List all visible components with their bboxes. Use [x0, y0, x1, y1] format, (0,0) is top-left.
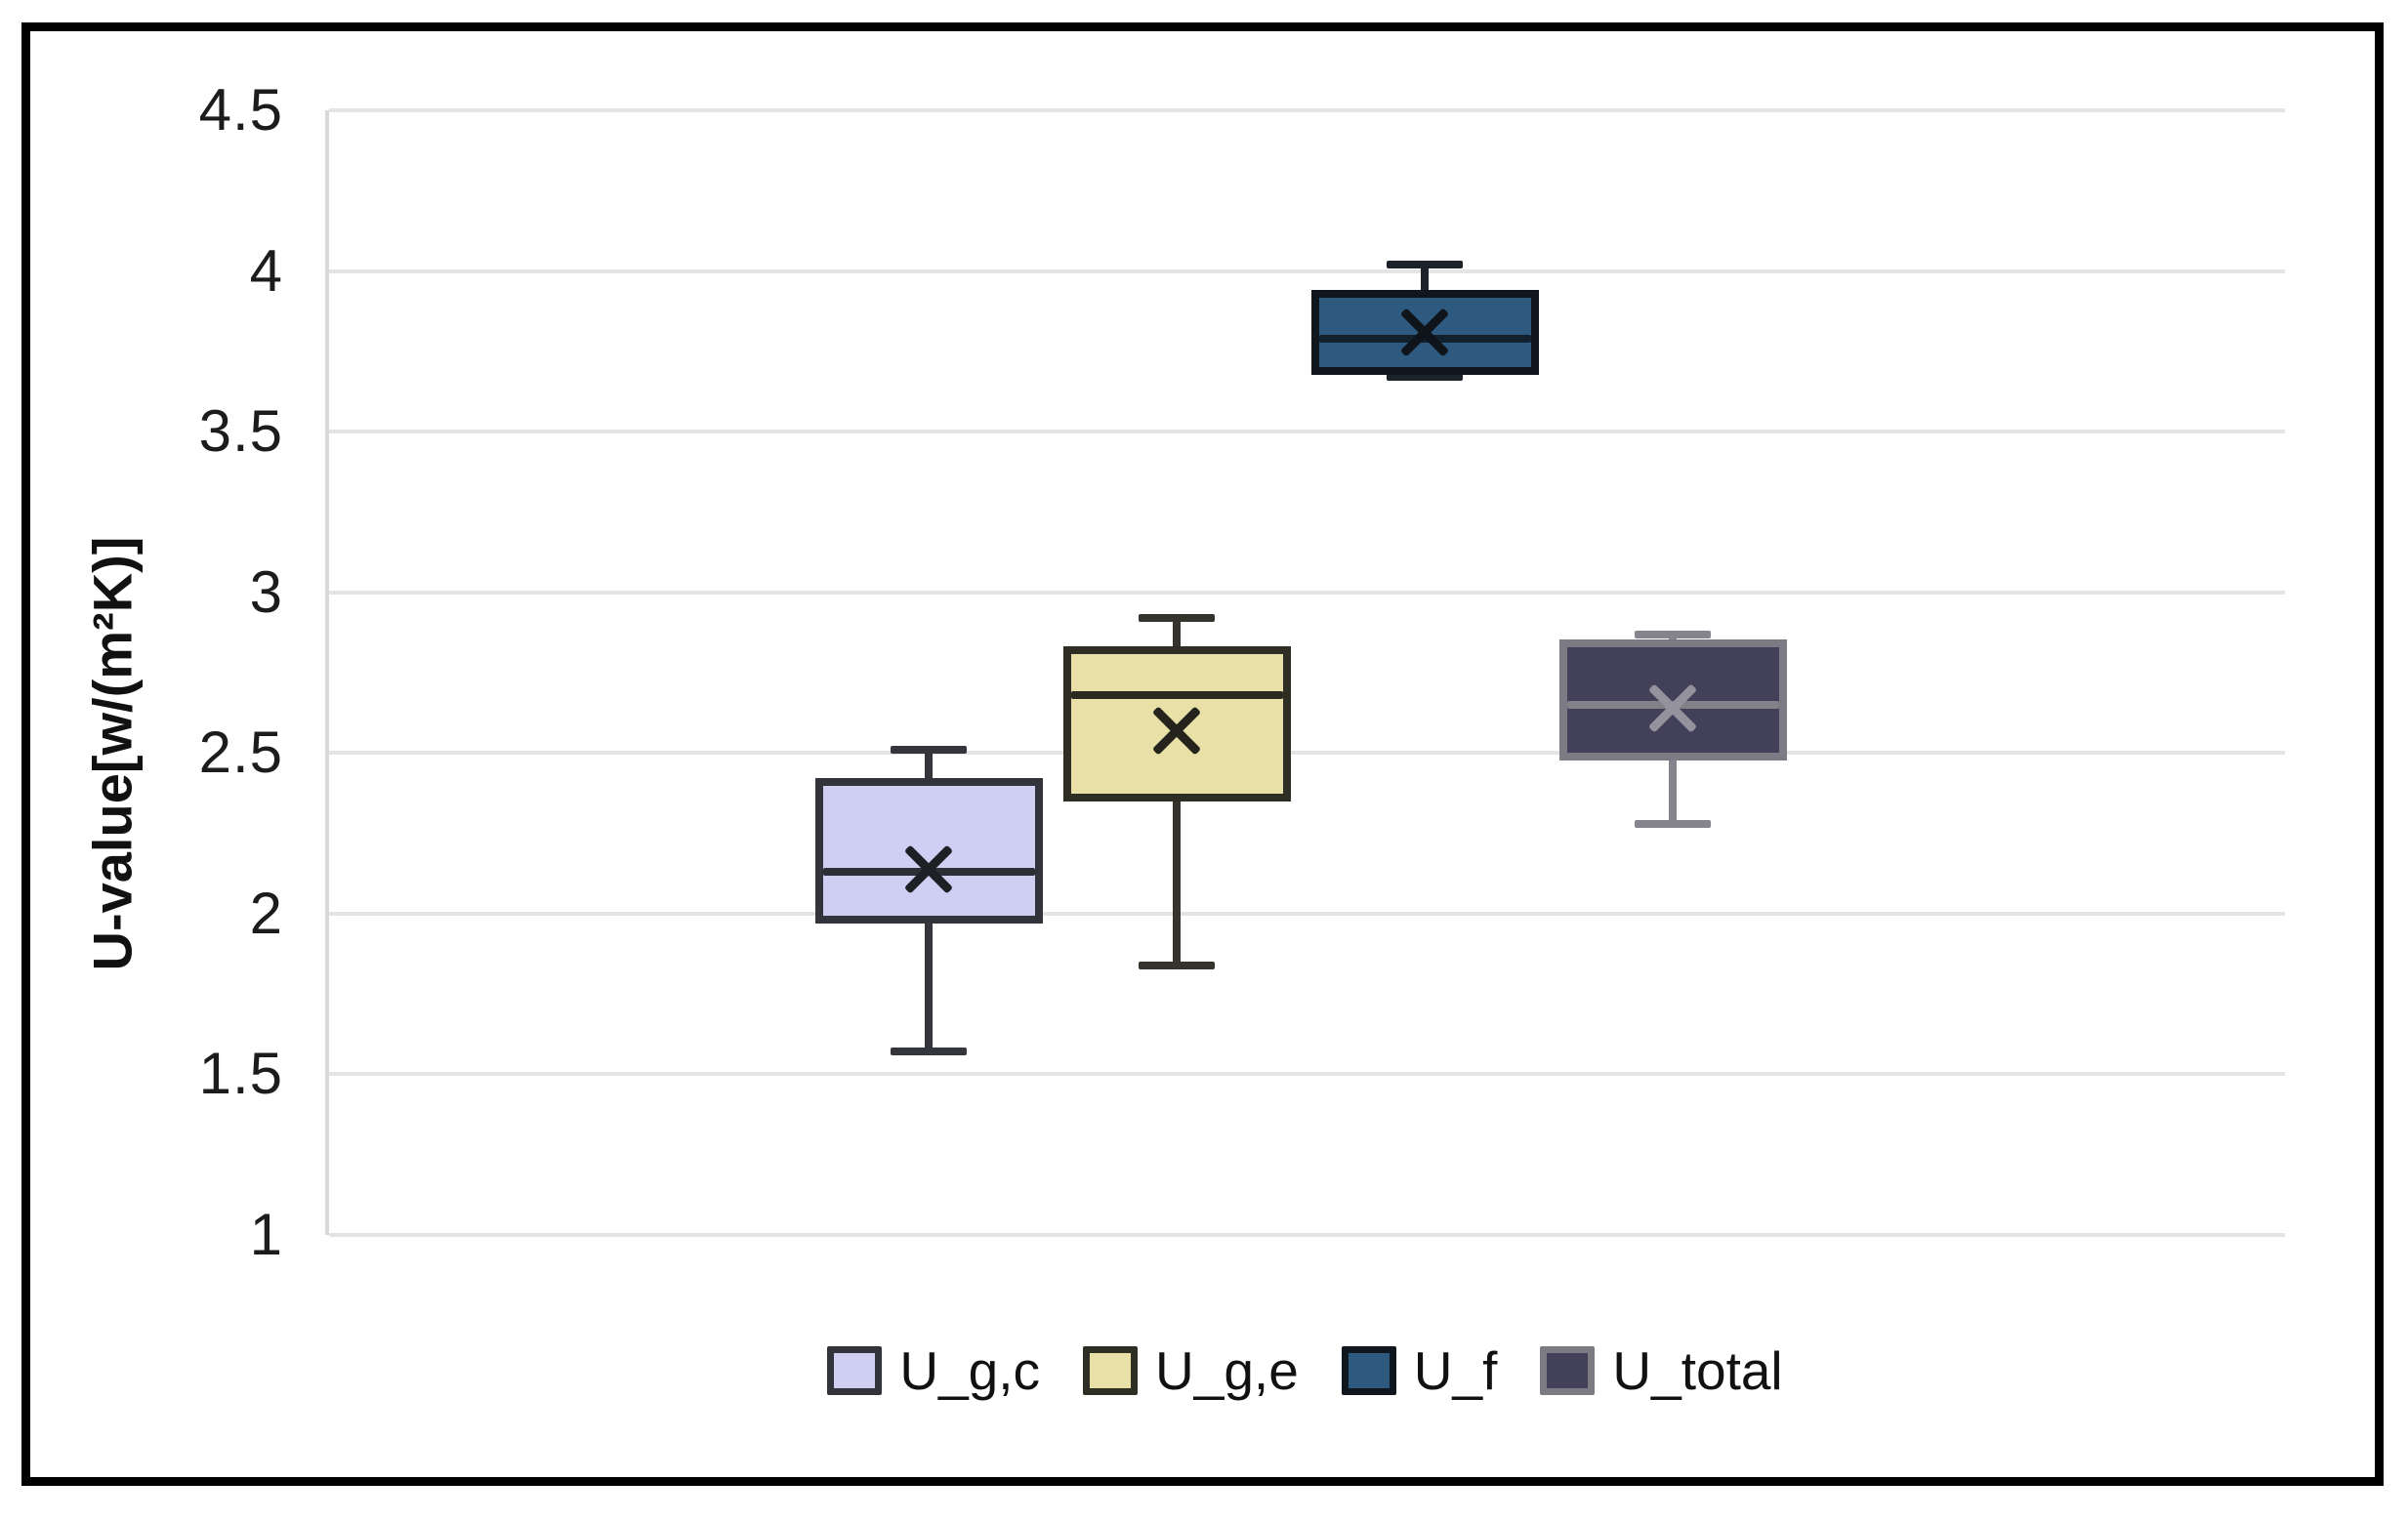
- whisker-lower: [1173, 798, 1181, 966]
- y-tick-label: 4: [249, 237, 283, 304]
- whisker-cap-low: [1387, 373, 1463, 382]
- gridline: [329, 108, 2285, 112]
- gridline: [329, 1233, 2285, 1237]
- whisker-upper: [925, 749, 933, 782]
- legend: U_g,c U_g,e U_f U_total: [325, 1339, 2285, 1402]
- whisker-cap-low: [891, 1048, 967, 1056]
- legend-swatch: [1341, 1346, 1396, 1395]
- y-tick-label: 1: [249, 1202, 283, 1267]
- legend-item-U_f: U_f: [1341, 1339, 1498, 1401]
- whisker-cap-high: [891, 745, 967, 754]
- y-tick-label: 2.5: [198, 719, 283, 786]
- whisker-cap-low: [1139, 961, 1215, 969]
- legend-item-U_g,c: U_g,c: [827, 1339, 1041, 1401]
- legend-label: U_g,c: [899, 1339, 1041, 1401]
- plot-area: [325, 108, 2285, 1237]
- legend-swatch: [1540, 1346, 1596, 1395]
- legend-label: U_f: [1413, 1339, 1498, 1401]
- whisker-upper: [1421, 264, 1429, 294]
- y-tick-label: 1.5: [198, 1041, 283, 1107]
- gridline: [329, 911, 2285, 916]
- whisker-cap-high: [1387, 260, 1463, 268]
- whisker-upper: [1669, 634, 1677, 644]
- mean-marker: [1149, 703, 1204, 758]
- whisker-cap-low: [1635, 819, 1711, 828]
- legend-swatch: [1083, 1346, 1139, 1395]
- legend-item-U_total: U_total: [1540, 1339, 1783, 1401]
- legend-swatch: [827, 1346, 883, 1395]
- legend-label: U_g,e: [1155, 1339, 1299, 1401]
- whisker-lower: [1669, 756, 1677, 824]
- legend-item-U_g,e: U_g,e: [1083, 1339, 1299, 1401]
- y-tick-label: 3: [249, 558, 283, 625]
- whisker-lower: [925, 920, 933, 1052]
- legend-label: U_total: [1612, 1339, 1783, 1401]
- gridline: [329, 1072, 2285, 1077]
- y-tick-label: 4.5: [198, 77, 283, 143]
- gridline: [329, 430, 2285, 434]
- y-tick-label: 2: [249, 880, 283, 946]
- gridline: [329, 590, 2285, 595]
- mean-marker: [901, 842, 956, 896]
- median-line: [1070, 691, 1283, 700]
- whisker-cap-high: [1139, 614, 1215, 623]
- mean-marker: [1645, 680, 1700, 735]
- gridline: [329, 268, 2285, 273]
- whisker-cap-high: [1635, 630, 1711, 638]
- box-U_g,c: [814, 777, 1043, 925]
- mean-marker: [1397, 305, 1452, 359]
- gridline: [329, 751, 2285, 756]
- box-U_total: [1558, 639, 1787, 760]
- y-tick-label: 3.5: [198, 398, 283, 465]
- whisker-upper: [1173, 618, 1181, 650]
